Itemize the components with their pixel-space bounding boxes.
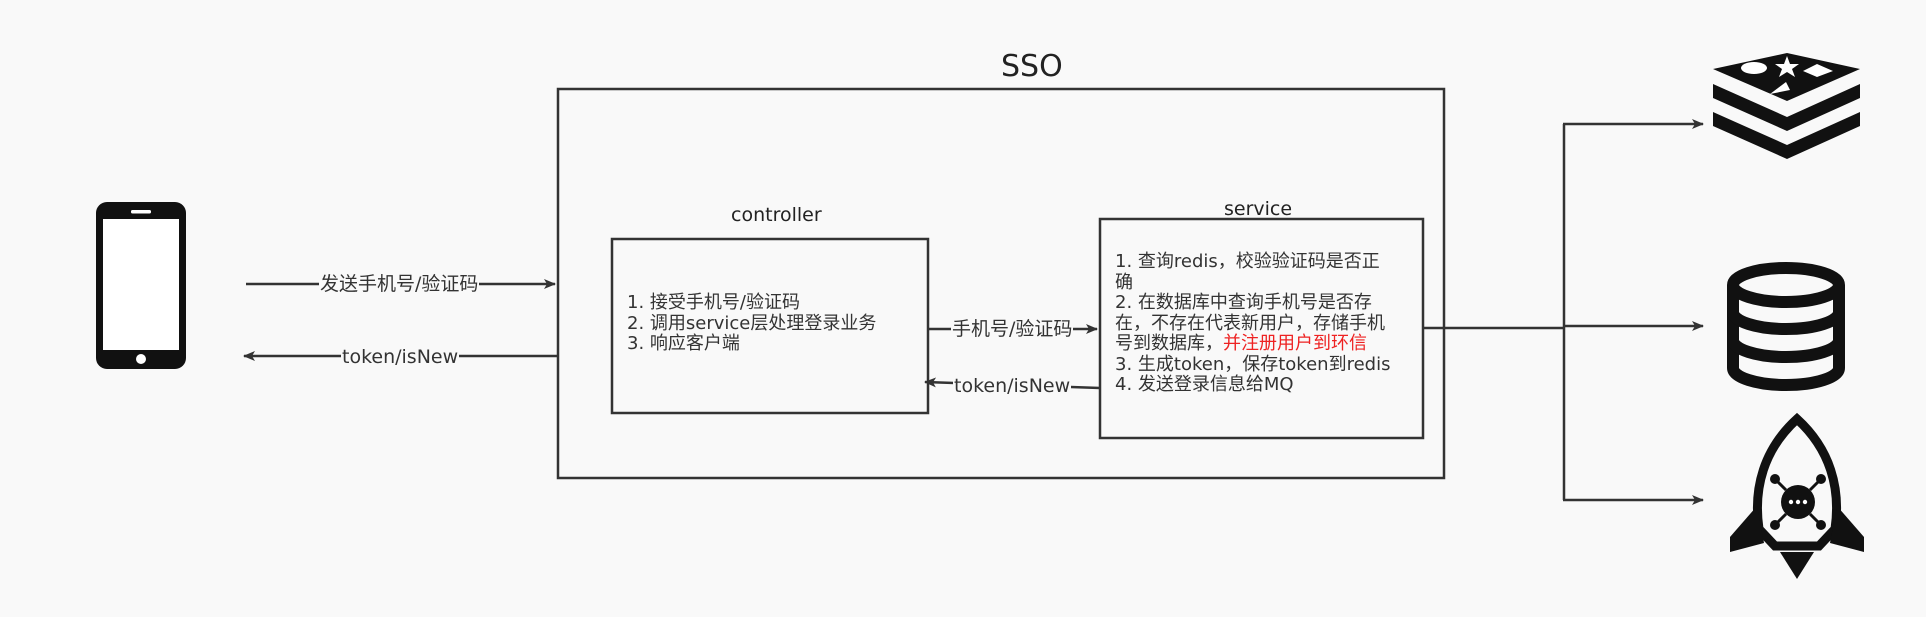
rocket-mq-icon bbox=[1730, 412, 1864, 579]
service-line-4: 在，不存在代表新用户，存储手机 bbox=[1115, 312, 1385, 334]
controller-steps: 1. 接受手机号/验证码 2. 调用service层处理登录业务 3. 响应客户… bbox=[627, 292, 877, 355]
service-line-1: 1. 查询redis，校验验证码是否正 bbox=[1115, 251, 1380, 272]
controller-step-3: 3. 响应客户端 bbox=[627, 333, 740, 354]
edge-label-sso-to-client: token/isNew bbox=[341, 346, 460, 368]
controller-step-2: 2. 调用service层处理登录业务 bbox=[627, 312, 877, 334]
service-line-5-text: 号到数据库， bbox=[1115, 333, 1223, 354]
service-steps: 1. 查询redis，校验验证码是否正 确 2. 在数据库中查询手机号是否存 在… bbox=[1115, 251, 1391, 396]
edge-label-service-to-controller: token/isNew bbox=[953, 375, 1072, 397]
mobile-phone-icon bbox=[96, 202, 186, 369]
service-line-5: 号到数据库，并注册用户到环信 bbox=[1115, 333, 1390, 355]
controller-title: controller bbox=[731, 204, 822, 226]
controller-box bbox=[610, 237, 930, 415]
service-fanout-connector bbox=[1423, 124, 1566, 500]
edge-label-controller-to-service: 手机号/验证码 bbox=[951, 318, 1074, 340]
service-line-6: 3. 生成token，保存token到redis bbox=[1115, 353, 1391, 375]
database-icon bbox=[1727, 262, 1845, 391]
service-highlight-text: 并注册用户到环信 bbox=[1223, 333, 1367, 354]
service-title: service bbox=[1224, 198, 1293, 220]
controller-step-1: 1. 接受手机号/验证码 bbox=[627, 292, 800, 313]
redis-icon bbox=[1713, 53, 1860, 159]
service-line-3: 2. 在数据库中查询手机号是否存 bbox=[1115, 292, 1372, 313]
sso-title: SSO bbox=[1001, 49, 1063, 84]
service-line-2: 确 bbox=[1115, 271, 1133, 293]
sso-container bbox=[556, 87, 1446, 480]
service-line-7: 4. 发送登录信息给MQ bbox=[1115, 374, 1294, 395]
edge-label-client-to-sso: 发送手机号/验证码 bbox=[319, 273, 480, 295]
